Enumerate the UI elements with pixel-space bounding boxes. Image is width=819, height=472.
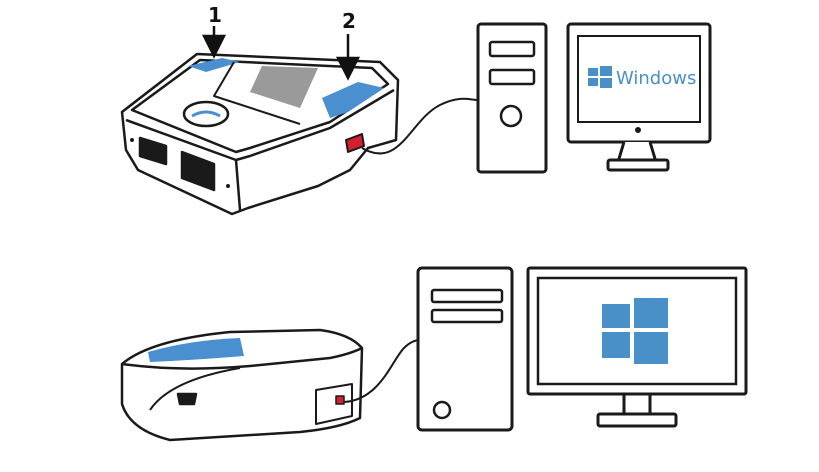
pc-tower-top [476,22,548,174]
accent-strip-2 [322,82,384,118]
os-label: Windows [616,68,696,89]
windows-logo-icon-bottom [602,298,668,364]
front-slot-right [180,150,216,192]
usb-port-top [345,133,365,153]
front-slot-left [138,136,168,166]
device-bottom [120,328,364,442]
monitor-top [566,22,712,172]
dial-knob [182,100,230,128]
accent-strip-bottom [148,338,244,362]
callout-label-2: 2 [342,9,356,33]
device-screen [250,66,318,108]
usb-cable-top [361,97,479,155]
front-port-bottom [176,392,198,406]
callout-arrow-2 [335,34,361,81]
pc-tower-bottom [416,266,514,432]
device-top [120,52,400,216]
accent-strip-1 [188,58,240,72]
callout-arrow-1 [201,26,227,59]
monitor-bottom [526,266,748,428]
windows-logo-icon [588,66,612,88]
usb-cable-bottom [343,339,421,403]
usb-port-bottom [335,395,345,405]
callout-label-1: 1 [208,3,222,27]
